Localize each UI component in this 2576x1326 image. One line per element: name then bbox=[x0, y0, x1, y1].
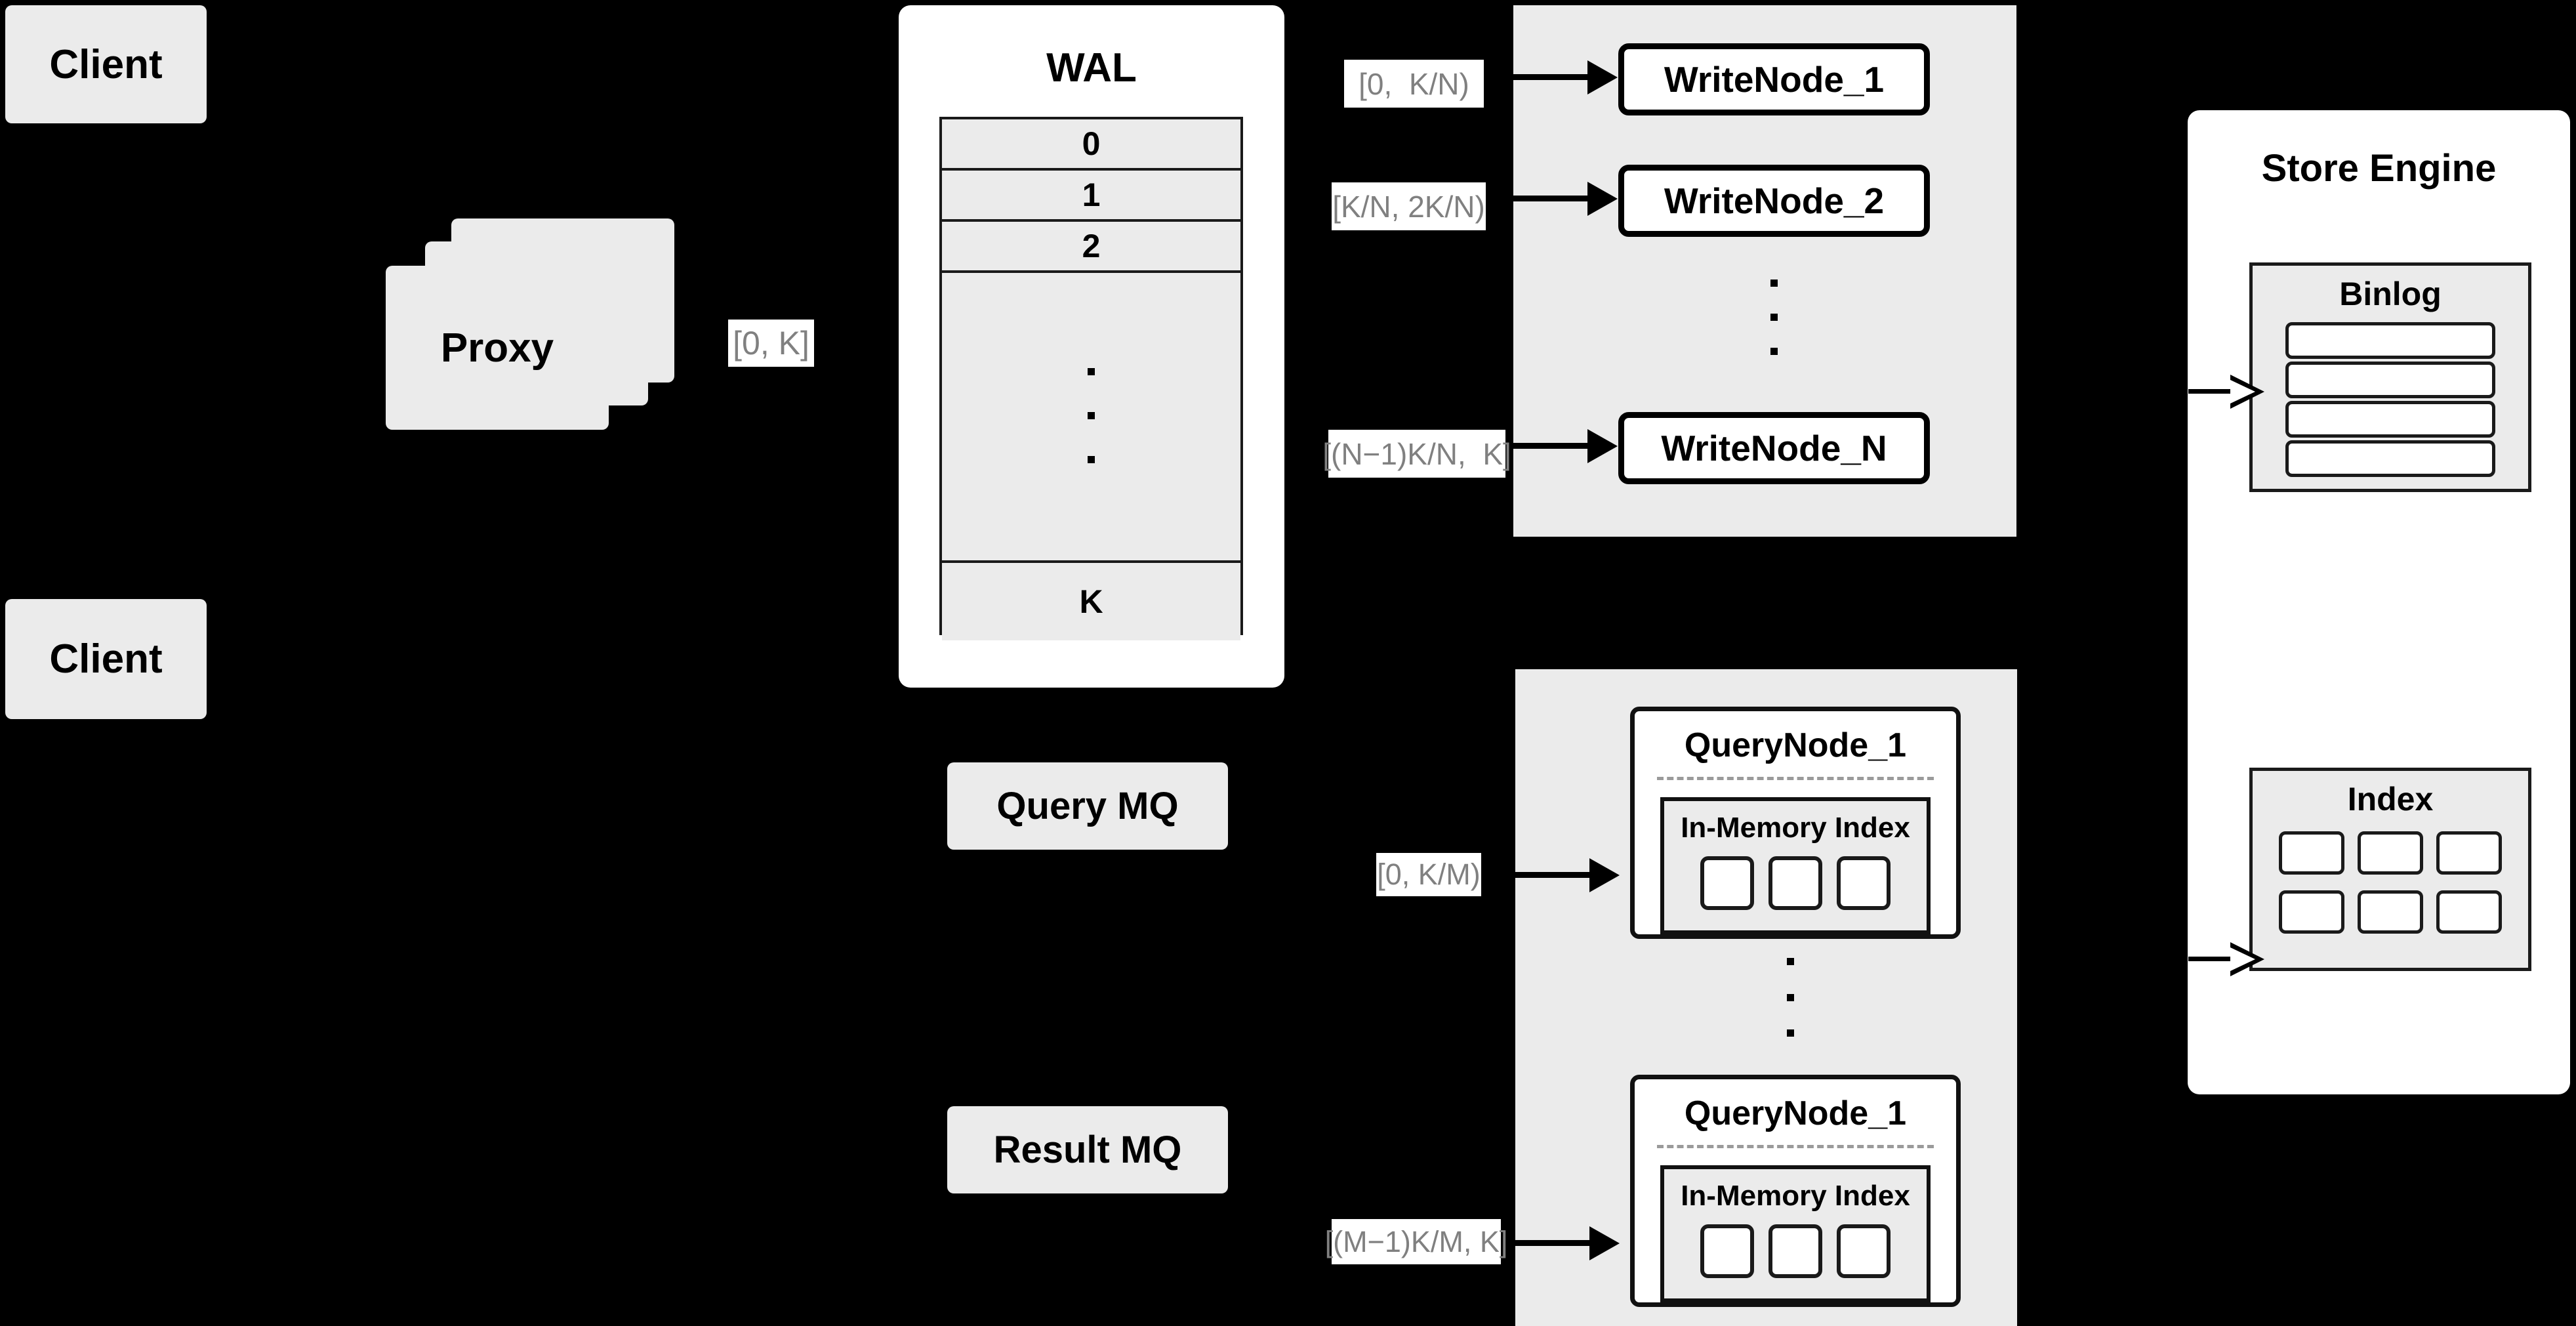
arrow-line-to-write-node-2 bbox=[1513, 196, 1595, 201]
binlog-row[interactable] bbox=[2285, 322, 2495, 359]
index-box: Index bbox=[2249, 768, 2531, 971]
index-row bbox=[2279, 890, 2502, 934]
range-label-query-node-2: [(M−1)K/M, K] bbox=[1325, 1219, 1507, 1264]
arrow-head-to-query-node-1 bbox=[1589, 858, 1620, 892]
arrow-line-to-index bbox=[2188, 957, 2234, 961]
write-cluster-vertical-ellipsis-icon bbox=[1770, 280, 1778, 355]
query-node-2-segment-3[interactable] bbox=[1837, 1224, 1891, 1278]
range-label-write-node-2: [K/N, 2K/N) bbox=[1332, 182, 1486, 230]
client-node-1-label: Client bbox=[49, 41, 163, 87]
wal-vertical-ellipsis-icon bbox=[1087, 368, 1095, 463]
client-node-2-label: Client bbox=[49, 636, 163, 682]
result-mq-node[interactable]: Result MQ bbox=[947, 1106, 1228, 1193]
index-cell[interactable] bbox=[2279, 890, 2344, 934]
query-node-1-index-title: In-Memory Index bbox=[1681, 812, 1910, 844]
index-title: Index bbox=[2347, 781, 2434, 818]
query-mq-label: Query MQ bbox=[996, 785, 1179, 827]
wal-entry-2[interactable]: 2 bbox=[942, 222, 1240, 273]
arrow-line-to-write-node-n bbox=[1513, 443, 1595, 449]
binlog-row[interactable] bbox=[2285, 362, 2495, 398]
range-label-proxy-to-wal: [0, K] bbox=[728, 320, 814, 367]
index-cell[interactable] bbox=[2279, 831, 2344, 875]
index-cell[interactable] bbox=[2358, 831, 2423, 875]
arrow-head-to-write-node-1 bbox=[1587, 60, 1618, 94]
wal-entry-k[interactable]: K bbox=[942, 563, 1240, 640]
query-node-1-divider bbox=[1657, 777, 1934, 780]
result-mq-label: Result MQ bbox=[993, 1129, 1182, 1171]
query-node-2-index-title: In-Memory Index bbox=[1681, 1180, 1910, 1212]
client-node-2[interactable]: Client bbox=[5, 599, 207, 719]
query-node-2[interactable]: QueryNode_1 In-Memory Index bbox=[1630, 1075, 1961, 1307]
query-node-1-segment-1[interactable] bbox=[1700, 856, 1754, 910]
write-node-2-label: WriteNode_2 bbox=[1664, 180, 1885, 221]
query-node-1-segment-3[interactable] bbox=[1837, 856, 1891, 910]
binlog-rows bbox=[2285, 322, 2495, 477]
index-cell[interactable] bbox=[2358, 890, 2423, 934]
query-node-1-label: QueryNode_1 bbox=[1684, 726, 1907, 764]
query-cluster-vertical-ellipsis-icon bbox=[1787, 958, 1794, 1037]
wal-table: 0 1 2 K bbox=[939, 117, 1243, 640]
index-grid bbox=[2279, 831, 2502, 934]
store-engine-panel: Store Engine Binlog Index bbox=[2188, 110, 2570, 1094]
client-node-1[interactable]: Client bbox=[5, 5, 207, 123]
query-mq-node[interactable]: Query MQ bbox=[947, 762, 1228, 850]
write-node-1[interactable]: WriteNode_1 bbox=[1618, 43, 1930, 115]
arrow-line-to-query-node-1 bbox=[1515, 872, 1597, 878]
query-node-1-segment-2[interactable] bbox=[1768, 856, 1822, 910]
query-node-2-segment-2[interactable] bbox=[1768, 1224, 1822, 1278]
index-cell[interactable] bbox=[2436, 890, 2502, 934]
wal-entry-1[interactable]: 1 bbox=[942, 171, 1240, 222]
write-node-1-label: WriteNode_1 bbox=[1664, 59, 1885, 100]
binlog-box: Binlog bbox=[2249, 262, 2531, 492]
query-node-2-in-memory-index: In-Memory Index bbox=[1660, 1165, 1931, 1302]
query-node-2-divider bbox=[1657, 1145, 1934, 1148]
proxy-node[interactable]: Proxy bbox=[386, 266, 609, 430]
write-node-n-label: WriteNode_N bbox=[1661, 428, 1887, 468]
binlog-title: Binlog bbox=[2339, 276, 2442, 312]
query-node-1-segment-row bbox=[1700, 856, 1891, 910]
query-node-2-label: QueryNode_1 bbox=[1684, 1094, 1907, 1132]
arrow-line-to-query-node-2 bbox=[1515, 1240, 1597, 1246]
wal-title: WAL bbox=[1046, 45, 1137, 91]
wal-panel: WAL 0 1 2 K bbox=[899, 5, 1284, 688]
wal-entry-ellipsis bbox=[942, 273, 1240, 563]
query-node-cluster: QueryNode_1 In-Memory Index QueryNode_1 … bbox=[1515, 669, 2017, 1326]
index-cell[interactable] bbox=[2436, 831, 2502, 875]
arrow-line-to-write-node-1 bbox=[1513, 74, 1595, 80]
range-label-write-node-n: [(N−1)K/N, K] bbox=[1322, 430, 1511, 478]
proxy-node-label: Proxy bbox=[440, 325, 554, 371]
write-node-n[interactable]: WriteNode_N bbox=[1618, 412, 1930, 484]
wal-entry-0[interactable]: 0 bbox=[942, 119, 1240, 171]
range-label-write-node-1: [0, K/N) bbox=[1344, 60, 1484, 108]
query-node-2-segment-1[interactable] bbox=[1700, 1224, 1754, 1278]
index-row bbox=[2279, 831, 2502, 875]
write-node-2[interactable]: WriteNode_2 bbox=[1618, 165, 1930, 237]
arrow-line-to-binlog bbox=[2188, 389, 2234, 394]
arrow-head-to-query-node-2 bbox=[1589, 1226, 1620, 1260]
arrow-head-to-write-node-n bbox=[1587, 429, 1618, 463]
query-node-2-segment-row bbox=[1700, 1224, 1891, 1278]
binlog-row[interactable] bbox=[2285, 401, 2495, 438]
binlog-row[interactable] bbox=[2285, 440, 2495, 477]
query-node-1[interactable]: QueryNode_1 In-Memory Index bbox=[1630, 707, 1961, 939]
arrow-head-to-write-node-2 bbox=[1587, 182, 1618, 216]
range-label-query-node-1: [0, K/M) bbox=[1376, 853, 1481, 896]
store-engine-title: Store Engine bbox=[2261, 147, 2497, 190]
query-node-1-in-memory-index: In-Memory Index bbox=[1660, 797, 1931, 934]
